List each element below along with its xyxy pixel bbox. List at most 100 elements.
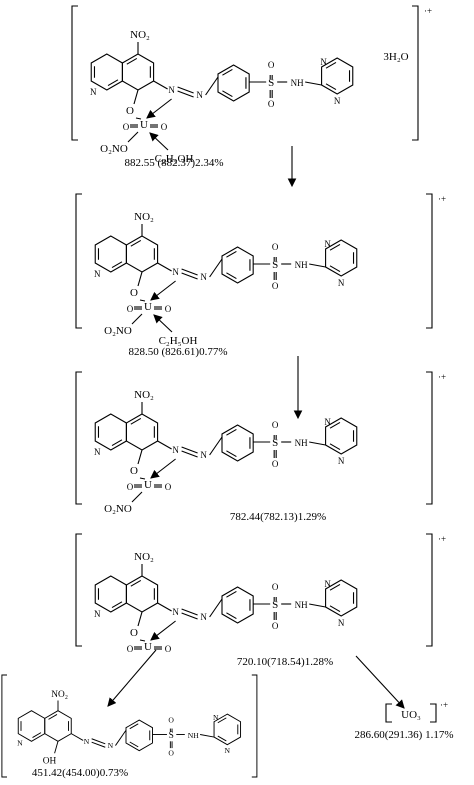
nh-pyrimidine-bond — [305, 81, 322, 86]
phenyl-ring — [125, 719, 153, 752]
hydroxyl-label: OH — [43, 756, 57, 766]
sulfonyl-o-bottom-label: O — [168, 749, 174, 758]
left-bracket — [71, 5, 78, 141]
uranium-label: U — [140, 119, 148, 131]
azo-double-bond — [177, 86, 194, 94]
right-bracket — [412, 5, 419, 141]
double-bond — [130, 239, 142, 247]
u-o-bond — [139, 639, 146, 642]
azo-double-bond — [181, 612, 198, 620]
azo-double-bond — [91, 741, 106, 748]
double-bond — [329, 443, 341, 451]
benzo-ring — [121, 53, 155, 91]
ethanol-coordination-arrow — [153, 314, 173, 333]
azo-bond-1 — [157, 602, 172, 612]
u-o-bond — [139, 477, 146, 480]
charge-label: ·+ — [438, 194, 446, 204]
nh-label: NH — [188, 731, 200, 740]
pyrimidine-ring — [325, 579, 358, 617]
phenyl-ring — [221, 586, 254, 624]
double-bond — [107, 79, 119, 87]
azo-double-bond — [181, 608, 198, 616]
phenyl-ring — [217, 64, 250, 102]
azo-phenyl-bond — [209, 258, 223, 278]
nh-label: NH — [295, 438, 308, 448]
azo-n1-label: N — [172, 445, 179, 455]
azo-bond-1 — [153, 80, 168, 90]
azo-phenyl-bond — [115, 729, 127, 746]
benzo-ring — [44, 710, 72, 742]
right-bracket — [426, 371, 433, 505]
azo-n1-label: N — [84, 737, 90, 746]
nitrate-label: O₂NO — [100, 143, 128, 155]
nh-label: NH — [291, 78, 304, 88]
azo-bond-1 — [71, 733, 84, 741]
double-bond — [226, 428, 237, 436]
sulfonyl-o-top-label: O — [272, 420, 279, 430]
double-bond — [329, 605, 341, 613]
pyrimidine-n2-label: N — [225, 746, 231, 755]
sulfur-label: S — [272, 437, 278, 449]
azo-coordination-arrow — [150, 620, 176, 641]
pyrimidine-ring — [325, 239, 358, 277]
azo-coordination-arrow — [150, 280, 176, 301]
double-bond — [32, 732, 42, 738]
sulfonyl-o-top-label: O — [168, 716, 174, 725]
sulfur-label: S — [272, 259, 278, 271]
double-bond — [130, 417, 142, 425]
double-bond — [217, 717, 227, 724]
azo-n1-label: N — [168, 85, 175, 95]
double-bond — [129, 723, 139, 730]
uranyl-o-left-label: O — [127, 304, 134, 314]
azo-double-bond — [91, 738, 106, 745]
pyrimidine-ring — [321, 57, 354, 95]
azo-phenyl-bond — [209, 598, 223, 618]
nh-pyrimidine-bond — [200, 734, 215, 738]
double-bond — [329, 265, 341, 273]
pyrimidine-n1-label: N — [213, 713, 219, 722]
double-bond — [226, 250, 237, 258]
o-bond — [137, 449, 143, 465]
uranium-label: U — [144, 479, 152, 491]
nitrate-bond — [131, 491, 143, 503]
pyrimidine-n1-label: N — [324, 579, 331, 589]
u-o-bond — [135, 117, 142, 120]
double-bond — [226, 590, 237, 598]
uo3-caption: 286.60(291.36) 1.17% — [355, 729, 454, 741]
nitrate-label: O₂NO — [104, 503, 132, 515]
caption-s3: 782.44(782.13)1.29% — [230, 511, 326, 523]
double-bond — [111, 439, 123, 447]
nitro-label: NO₂ — [51, 690, 68, 700]
quinoline-n-label: N — [94, 269, 101, 279]
double-bond — [111, 261, 123, 269]
sulfonyl-o-top-label: O — [272, 582, 279, 592]
right-bracket — [426, 533, 433, 647]
arrows-layer — [107, 146, 405, 709]
double-bond — [222, 68, 233, 76]
nitro-label: NO₂ — [134, 551, 154, 563]
pyridine-ring — [94, 575, 127, 613]
phenoxide-o-label: O — [130, 287, 138, 299]
azo-n2-label: N — [200, 450, 207, 460]
azo-n1-label: N — [172, 267, 179, 277]
nitrate-bond — [127, 131, 139, 143]
uranium-label: U — [144, 301, 152, 313]
quinoline-n-label: N — [94, 609, 101, 619]
sulfur-label: S — [169, 731, 174, 741]
pyrimidine-n2-label: N — [338, 456, 345, 466]
azo-double-bond — [181, 272, 198, 280]
right-bracket — [251, 674, 258, 778]
uranyl-o-left-label: O — [123, 122, 130, 132]
sulfonyl-o-bottom-label: O — [272, 281, 279, 291]
quinoline-n-label: N — [17, 739, 23, 748]
azo-double-bond — [181, 450, 198, 458]
ethanol-label: C₂H₅OH — [155, 153, 194, 165]
left-bracket — [1, 674, 8, 778]
benzo-ring — [125, 235, 159, 273]
o-bond — [137, 271, 143, 287]
nitro-label: NO₂ — [130, 29, 150, 41]
nh-pyrimidine-bond — [309, 441, 326, 446]
